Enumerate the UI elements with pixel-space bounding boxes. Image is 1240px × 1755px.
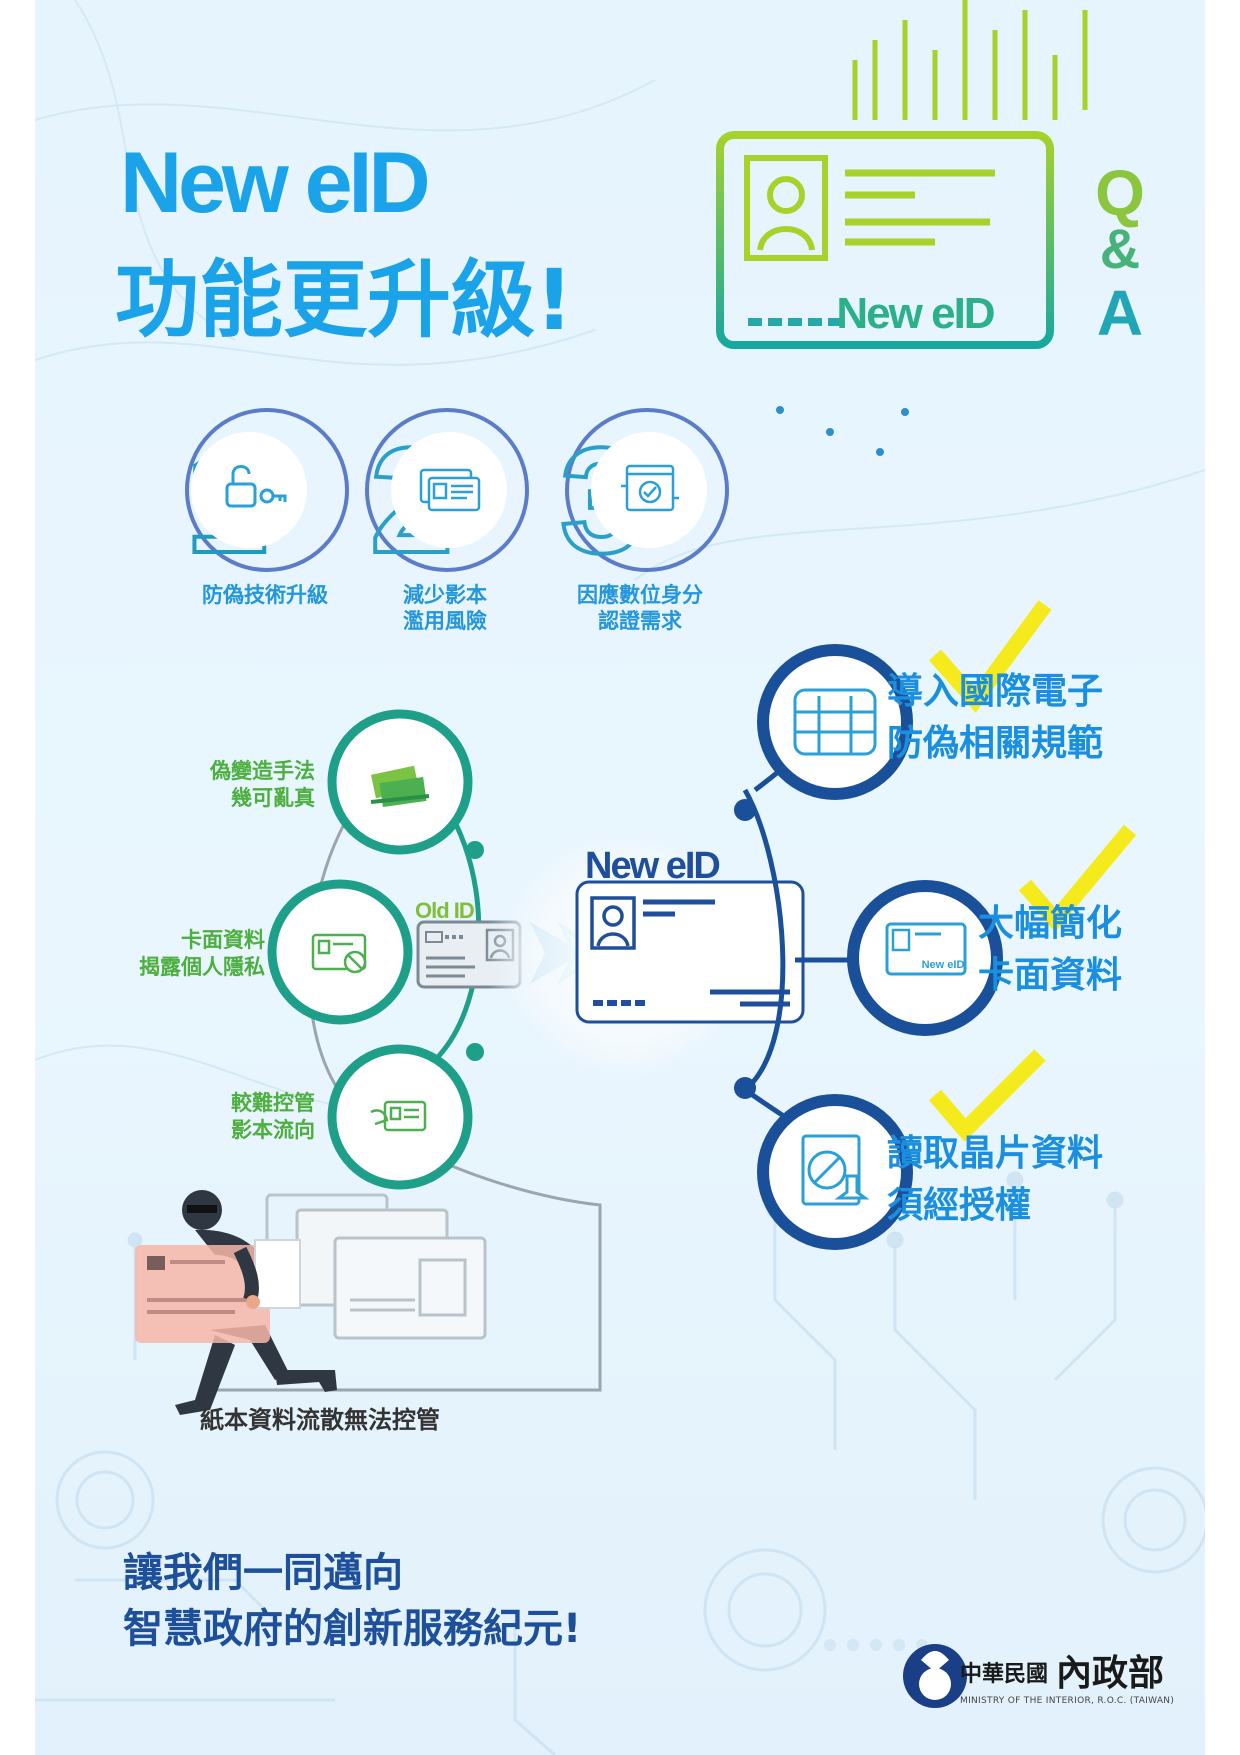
new-eid-label: New eID [585,845,721,887]
benefit-3-label-line-1: 因應數位身分 [577,583,703,607]
old-issue-2-line-1: 卡面資料 [181,928,265,952]
paper-caption: 紙本資料流散無法控管 [200,1406,440,1434]
chip-icon [793,688,877,756]
ministry-english: MINISTRY OF THE INTERIOR, R.O.C. (TAIWAN… [960,1696,1175,1706]
check-icon-1 [929,600,1052,713]
unlock-key-icon [225,482,257,508]
benefit-1-label: 防偽技術升級 [160,582,370,608]
slogan-line-1: 讓我們一同邁向 [123,1550,403,1596]
slogan: 讓我們一同邁向 智慧政府的創新服務紀元! [123,1545,581,1657]
digital-verify-icon [621,464,679,512]
poster-graphics: New eID Q & A 1 [35,0,1205,1755]
benefit-3-label-line-2: 認證需求 [598,609,682,634]
new-feature-1-line-1: 導入國際電子 [887,671,1104,712]
benefit-2-label-line-2: 濫用風險 [403,609,487,634]
dot-row [824,1639,928,1651]
ministry-name-big: 內政部 [1056,1652,1165,1694]
old-issue-1-label: 偽變造手法 幾可亂真 [85,758,315,813]
qa-card-text: New eID [836,289,993,338]
new-feature-2-line-1: 大幅簡化 [978,903,1123,944]
circuit-decoration [35,1171,1205,1755]
check-marks [928,600,1137,1142]
ministry-name: 中華民國 [960,1662,1049,1687]
old-issue-3-line-2: 影本流向 [231,1118,315,1143]
benefit-3: 3 [558,408,729,586]
new-feature-1 [757,644,913,800]
new-feature-1-label: 導入國際電子 防偽相關規範 [887,666,1103,770]
benefit-1: 1 [183,408,349,586]
authorization-stamp-icon [801,1134,870,1206]
simple-card-text: New eID [922,959,965,971]
title-line-2: 功能更升級! [115,251,574,349]
old-id-label: Old ID [415,898,475,923]
thief-illustration [135,1190,487,1415]
counterfeit-cash-icon [370,765,430,807]
qa-letter-amp: & [1100,217,1140,280]
privacy-card-icon [311,933,367,974]
new-feature-2: New eID [847,880,1003,1036]
old-issue-3-line-1: 較難控管 [231,1091,315,1115]
benefit-2-label: 減少影本 濫用風險 [340,582,550,635]
new-eid-card [575,880,805,1024]
qa-letter-a: A [1097,277,1143,349]
new-feature-2-line-2: 卡面資料 [978,955,1123,997]
id-card-copy-icon [419,468,481,512]
hand-card-icon [370,1100,427,1132]
slogan-line-2: 智慧政府的創新服務紀元! [123,1606,582,1652]
old-issue-2-label: 卡面資料 揭露個人隱私 [35,927,265,982]
new-feature-3 [757,1094,913,1250]
title-line-1: New eID [120,135,431,231]
ministry-emblem [903,1644,967,1708]
benefit-3-label: 因應數位身分 認證需求 [535,582,745,635]
background-curves [35,0,1205,1112]
new-feature-1-line-2: 防偽相關規範 [887,723,1104,765]
simple-card-icon: New eID [885,922,967,976]
old-issue-3-label: 較難控管 影本流向 [85,1090,315,1145]
benefit-2: 2 [365,408,529,586]
old-issue-2 [267,879,413,1025]
poster: New eID Q & A 1 [35,0,1205,1755]
check-icon-2 [1018,824,1137,933]
old-issue-3 [327,1044,473,1190]
old-issue-2-line-2: 揭露個人隱私 [139,955,265,980]
new-feature-3-label: 讀取晶片資料 須經授權 [887,1128,1103,1232]
old-issue-1-line-2: 幾可亂真 [231,786,315,811]
benefit-2-label-line-1: 減少影本 [403,583,487,607]
qa-card-illustration: New eID Q & A [716,0,1145,480]
check-icon-3 [928,1049,1046,1142]
qa-letter-q: Q [1095,157,1145,229]
new-feature-2-label: 大幅簡化 卡面資料 [978,898,1122,1002]
benefit-1-label-line: 防偽技術升級 [202,583,328,607]
old-issue-1 [327,709,473,855]
new-feature-3-line-1: 讀取晶片資料 [887,1133,1104,1174]
old-issue-1-line-1: 偽變造手法 [210,759,315,783]
new-feature-3-line-2: 須經授權 [887,1185,1032,1227]
